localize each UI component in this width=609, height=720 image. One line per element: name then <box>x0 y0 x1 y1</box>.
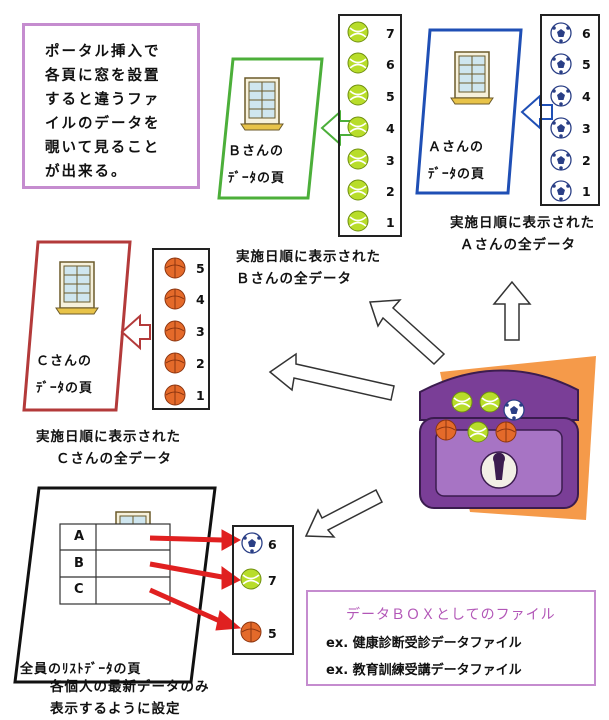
c-caption: 実施日順に表示された Ｃさんの全データ <box>36 429 181 467</box>
data-box-file-note: データＢＯＸとしてのファイル ex. 健康診断受診データファイル ex. 教育訓… <box>306 590 596 686</box>
a-ball-number: 6 <box>582 26 591 41</box>
latest-number: 6 <box>268 537 277 552</box>
c-ball-number: 4 <box>196 292 205 307</box>
file-box-line: ex. 教育訓練受講データファイル <box>326 663 522 678</box>
c-ball-number: 3 <box>196 324 205 339</box>
a-ball-number: 4 <box>582 89 591 104</box>
latest-number: 7 <box>268 573 277 588</box>
c-ball-number: 1 <box>196 388 205 403</box>
a-ball-number: 3 <box>582 121 591 136</box>
a-ball-list: 6 5 4 3 2 1 <box>540 14 600 206</box>
list-page-label: 全員のﾘｽﾄﾃﾞｰﾀの頁 <box>20 662 142 677</box>
note-line: が出来る。 <box>45 164 128 180</box>
note-line: すると違うファ <box>45 92 161 108</box>
treasure-chest-icon <box>419 356 596 520</box>
latest-data-list: 6 7 5 <box>232 525 294 655</box>
list-row-a: A <box>74 529 85 544</box>
file-box-line: ex. 健康診断受診データファイル <box>326 636 522 651</box>
a-ball-number: 1 <box>582 184 591 199</box>
a-page-panel <box>415 28 523 195</box>
b-ball-list: 7 6 5 4 3 2 1 <box>338 14 402 237</box>
b-ball-number: 5 <box>386 89 395 104</box>
b-page-label: Ｂさんの ﾃﾞｰﾀの頁 <box>228 144 286 186</box>
c-page-panel <box>22 240 132 412</box>
a-ball-number: 2 <box>582 153 591 168</box>
list-row-b: B <box>74 556 84 571</box>
note-line: ポータル挿入で <box>45 44 161 60</box>
list-row-c: C <box>74 582 84 597</box>
note-box: ポータル挿入で 各頁に窓を設置 すると違うファ イルのデータを 覗いて見ること … <box>22 23 200 189</box>
b-ball-number: 1 <box>386 215 395 230</box>
a-page-label: Ａさんの ﾃﾞｰﾀの頁 <box>428 140 486 182</box>
c-ball-list: 5 4 3 2 1 <box>152 248 210 410</box>
b-ball-number: 4 <box>386 121 395 136</box>
c-page-label: Ｃさんの ﾃﾞｰﾀの頁 <box>36 354 94 396</box>
a-ball-number: 5 <box>582 57 591 72</box>
note-line: 覗いて見ること <box>45 140 161 156</box>
b-ball-number: 7 <box>386 26 395 41</box>
b-ball-number: 3 <box>386 153 395 168</box>
note-line: イルのデータを <box>45 116 161 132</box>
a-caption: 実施日順に表示された Ａさんの全データ <box>450 215 595 253</box>
list-caption: 各個人の最新データのみ 表示するように設定 <box>50 679 210 717</box>
file-box-title: データＢＯＸとしてのファイル <box>346 607 556 623</box>
c-ball-number: 2 <box>196 356 205 371</box>
note-line: 各頁に窓を設置 <box>45 68 161 84</box>
b-ball-number: 6 <box>386 57 395 72</box>
b-ball-number: 2 <box>386 184 395 199</box>
b-caption: 実施日順に表示された Ｂさんの全データ <box>236 249 381 287</box>
latest-number: 5 <box>268 626 277 641</box>
c-ball-number: 5 <box>196 261 205 276</box>
